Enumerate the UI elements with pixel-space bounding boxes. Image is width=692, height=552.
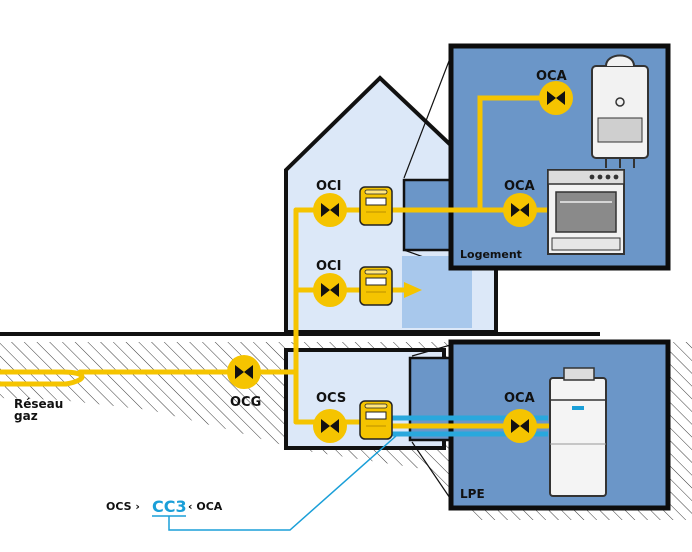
label-oca-bottom: OCA — [504, 391, 535, 406]
label-gaz: gaz — [14, 409, 38, 423]
gas-meter-icon-ocs — [359, 400, 393, 440]
legend-ocs: OCS › — [106, 500, 140, 513]
valve-icon-oci-top — [313, 193, 347, 227]
label-logement: Logement — [460, 248, 522, 261]
label-ocg: OCG — [230, 395, 261, 410]
arrow-icon — [404, 282, 422, 298]
boiler-icon — [591, 54, 649, 168]
logement-room-outline — [402, 178, 456, 252]
legend-cc3: CC3 — [152, 497, 187, 516]
valve-icon-oca-mid — [503, 193, 537, 227]
water-heater-icon — [549, 367, 607, 497]
label-oci-top: OCI — [316, 179, 341, 194]
oven-icon — [547, 169, 625, 255]
legend-connector — [152, 435, 397, 531]
valve-icon-ocg — [227, 355, 261, 389]
valve-icon-oci-mid — [313, 273, 347, 307]
label-reseau: Réseau — [14, 397, 63, 411]
gas-meter-icon-mid — [359, 266, 393, 306]
valve-icon-ocs — [313, 409, 347, 443]
valve-icon-oca-top — [539, 81, 573, 115]
label-oca-mid: OCA — [504, 179, 535, 194]
legend-oca: ‹ OCA — [188, 500, 223, 513]
label-lpe: LPE — [460, 487, 485, 501]
valve-icon-oca-bottom — [503, 409, 537, 443]
label-ocs: OCS — [316, 391, 346, 406]
label-oca-top: OCA — [536, 69, 567, 84]
label-oci-mid: OCI — [316, 259, 341, 274]
gas-meter-icon-top — [359, 186, 393, 226]
